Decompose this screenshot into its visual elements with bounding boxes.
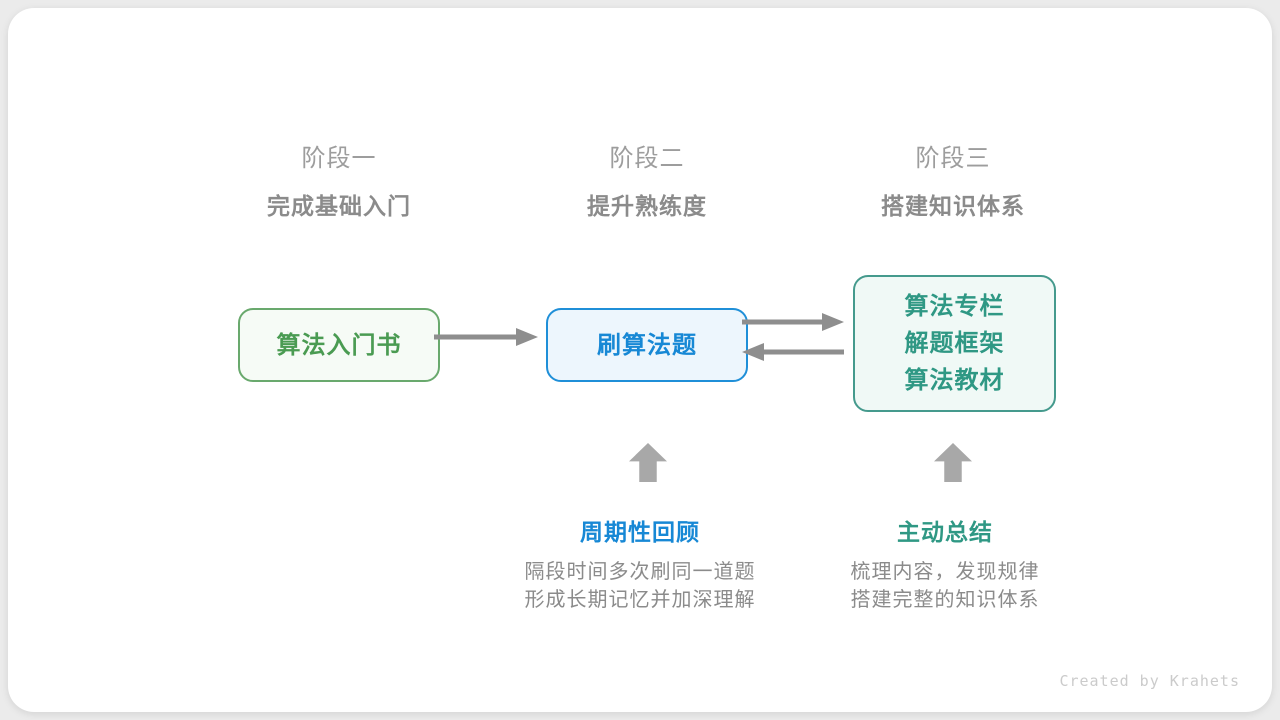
desc-line: 搭建完整的知识体系 [850,589,1040,611]
annotation-title-active-summary: 主动总结 [897,519,993,545]
annotation-desc-active-summary: 梳理内容，发现规律 搭建完整的知识体系 [775,558,1115,614]
stage-2-subtitle: 提升熟练度 [587,193,707,219]
node-text-line: 算法教材 [904,367,1005,394]
up-arrow-summarize-icon [934,443,972,482]
node-text-line: 算法入门书 [276,331,402,359]
annotation-title-periodic-review: 周期性回顾 [580,519,700,545]
node-text-line: 刷算法题 [597,331,697,359]
annotation-desc-periodic-review: 隔段时间多次刷同一道题 形成长期记忆并加深理解 [470,558,810,614]
arrow-node2-to-node3 [742,313,844,331]
node-text-line: 解题框架 [904,330,1005,357]
stage-1-subtitle: 完成基础入门 [267,193,411,219]
desc-line: 形成长期记忆并加深理解 [524,589,756,611]
node-knowledge-sources: 算法专栏 解题框架 算法教材 [853,275,1056,412]
node-practice-problems: 刷算法题 [546,308,748,382]
desc-line: 梳理内容，发现规律 [850,561,1040,583]
stage-3-label: 阶段三 [915,145,991,172]
credit-text: Created by Krahets [1059,672,1240,690]
up-arrow-review-icon [629,443,667,482]
arrow-node1-to-node2 [434,328,538,346]
diagram-card: 阶段一 完成基础入门 阶段二 提升熟练度 阶段三 搭建知识体系 算法入门书 刷算… [8,8,1272,712]
desc-line: 隔段时间多次刷同一道题 [524,561,756,583]
stage-3-subtitle: 搭建知识体系 [881,193,1025,219]
arrow-node3-to-node2 [742,343,844,361]
node-algorithm-intro-book: 算法入门书 [238,308,440,382]
stage-1-label: 阶段一 [301,145,377,172]
stage-2-label: 阶段二 [609,145,685,172]
node-text-line: 算法专栏 [904,293,1005,320]
